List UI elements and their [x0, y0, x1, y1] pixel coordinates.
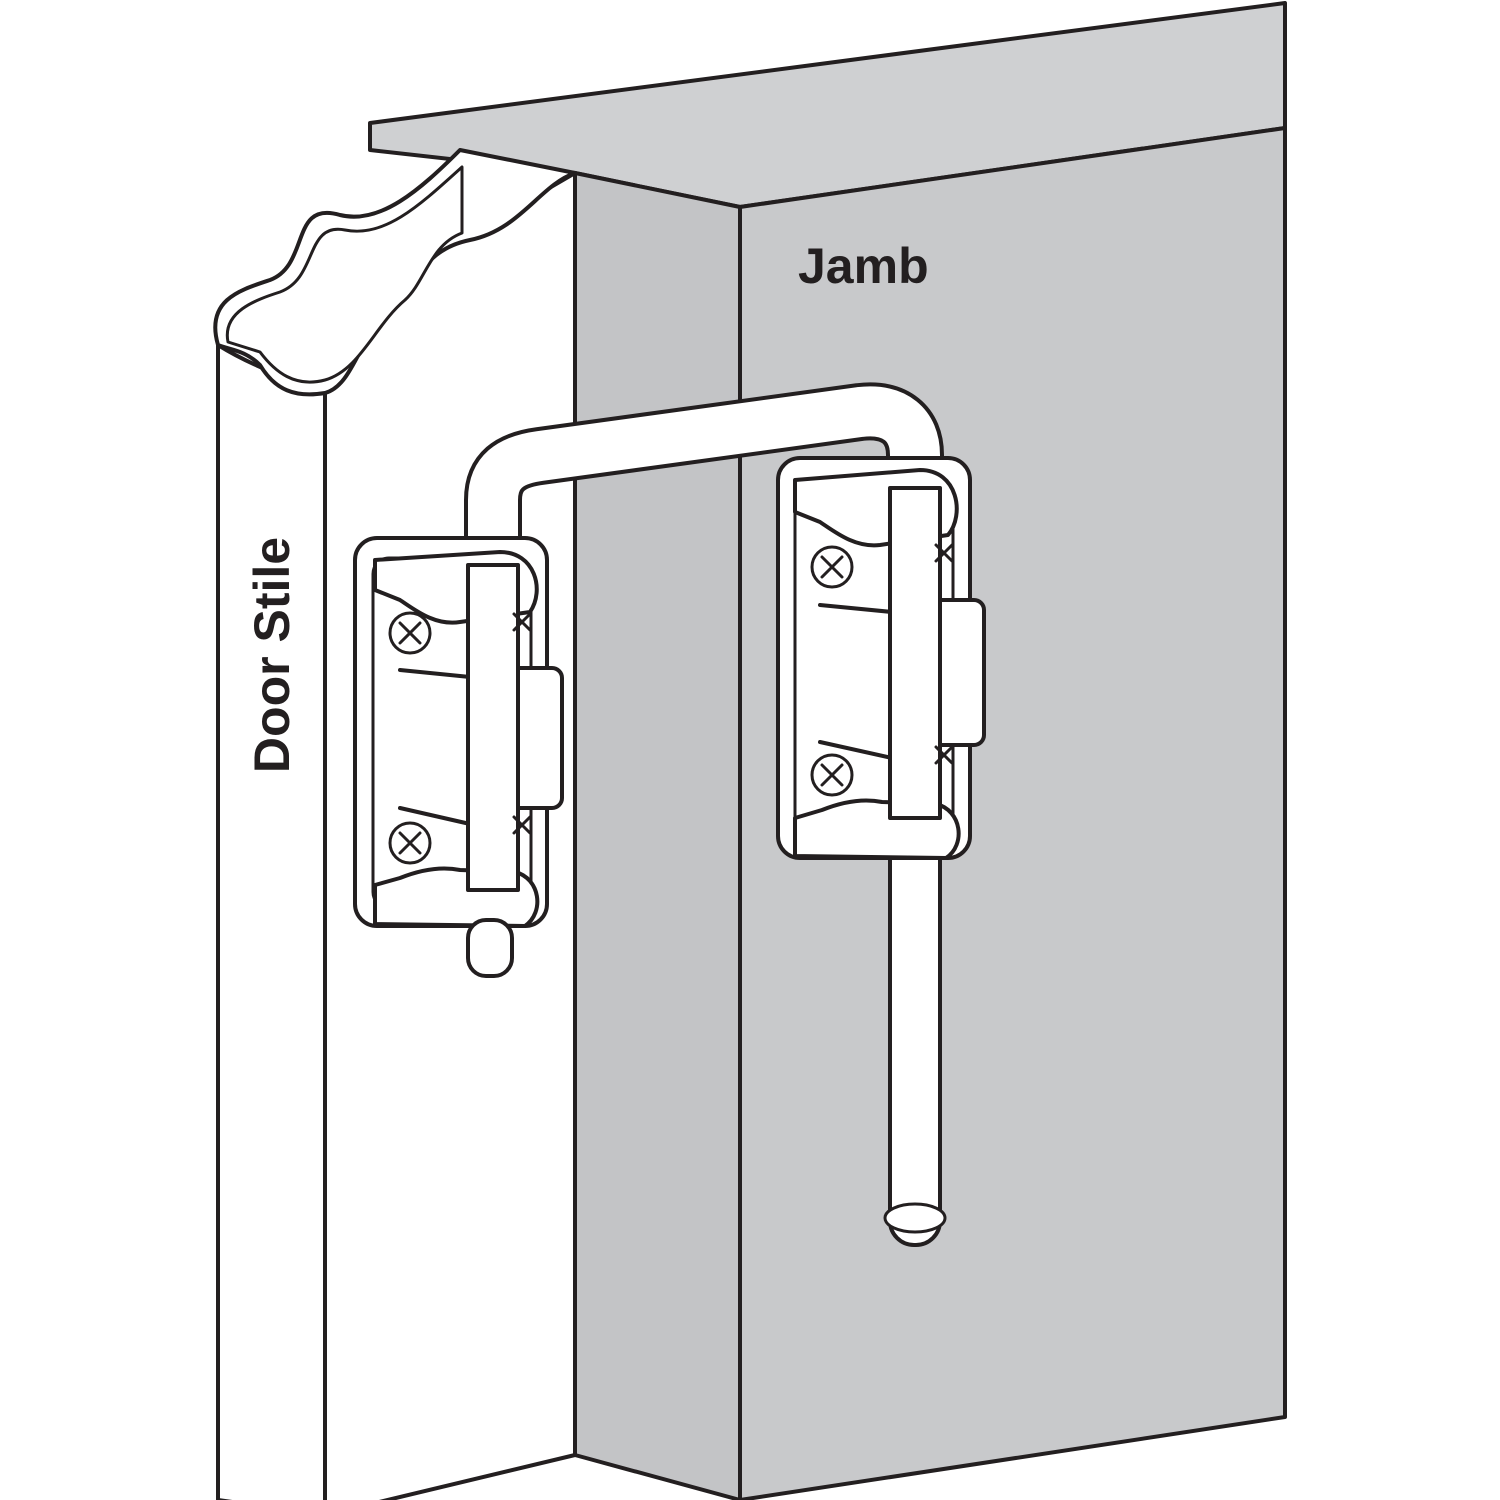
- jamb-side-face: [573, 171, 742, 1500]
- jamb-bracket-rod-end: [883, 1202, 947, 1234]
- door-stile-front-face: [216, 343, 327, 1500]
- screw-icon: [512, 815, 532, 835]
- door-stile-label: Door Stile: [244, 537, 300, 773]
- latch-rod-loop-fill: [468, 386, 940, 599]
- jamb-bracket-rod: [888, 486, 942, 820]
- screw-icon: [388, 611, 432, 655]
- jamb-bracket-rod-long: [888, 828, 942, 1247]
- door-latch-bracket: [353, 536, 564, 978]
- screw-icon: [388, 821, 432, 865]
- jamb-label: Jamb: [798, 238, 929, 294]
- door-bracket-rod-stub: [466, 918, 514, 978]
- door-bracket-rod: [466, 563, 520, 892]
- screw-icon: [810, 753, 854, 797]
- screw-icon: [810, 545, 854, 589]
- screw-icon: [934, 745, 954, 765]
- door-stile-cut-inner: [225, 165, 464, 384]
- jamb-latch-bracket: [776, 456, 986, 1247]
- screw-icon: [934, 543, 954, 563]
- screw-icon: [512, 612, 532, 632]
